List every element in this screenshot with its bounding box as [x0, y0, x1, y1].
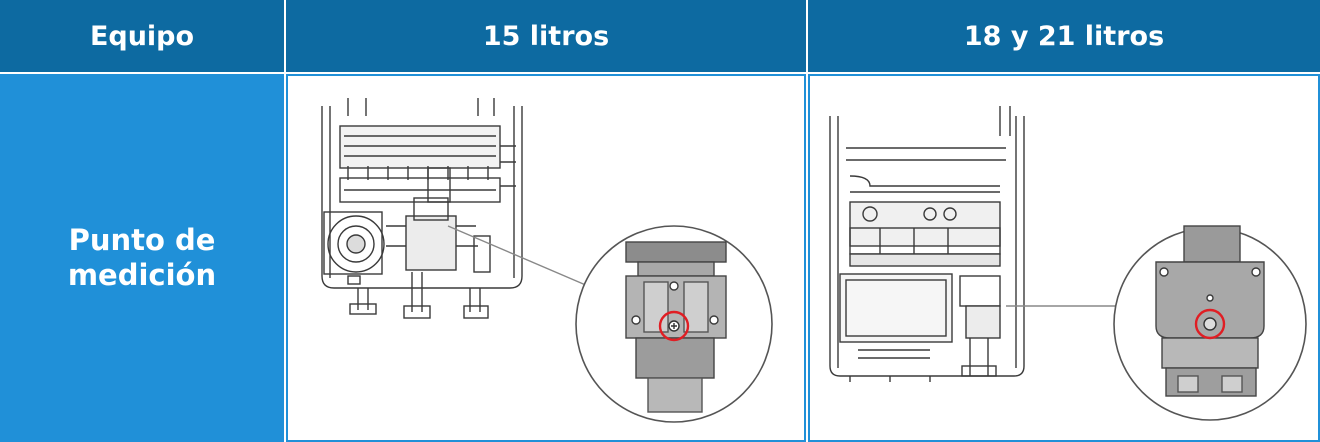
diagram-cell-15 [286, 74, 806, 442]
row-label-cell: Punto de medición [0, 74, 284, 442]
heater-diagram-15l-icon [321, 98, 773, 423]
row-label-line2: medición [67, 258, 217, 292]
header-18-21-litros: 18 y 21 litros [808, 0, 1320, 72]
header-equipo: Equipo [0, 0, 284, 72]
header-equipo-label: Equipo [89, 20, 195, 52]
row-label-line1: Punto de [68, 223, 216, 257]
heater-diagram-18-21l-icon [829, 106, 1307, 421]
header-18-21-litros-label: 18 y 21 litros [963, 20, 1165, 52]
header-15-litros-label: 15 litros [482, 20, 610, 52]
header-15-litros: 15 litros [286, 0, 806, 72]
diagram-cell-18-21 [808, 74, 1320, 442]
